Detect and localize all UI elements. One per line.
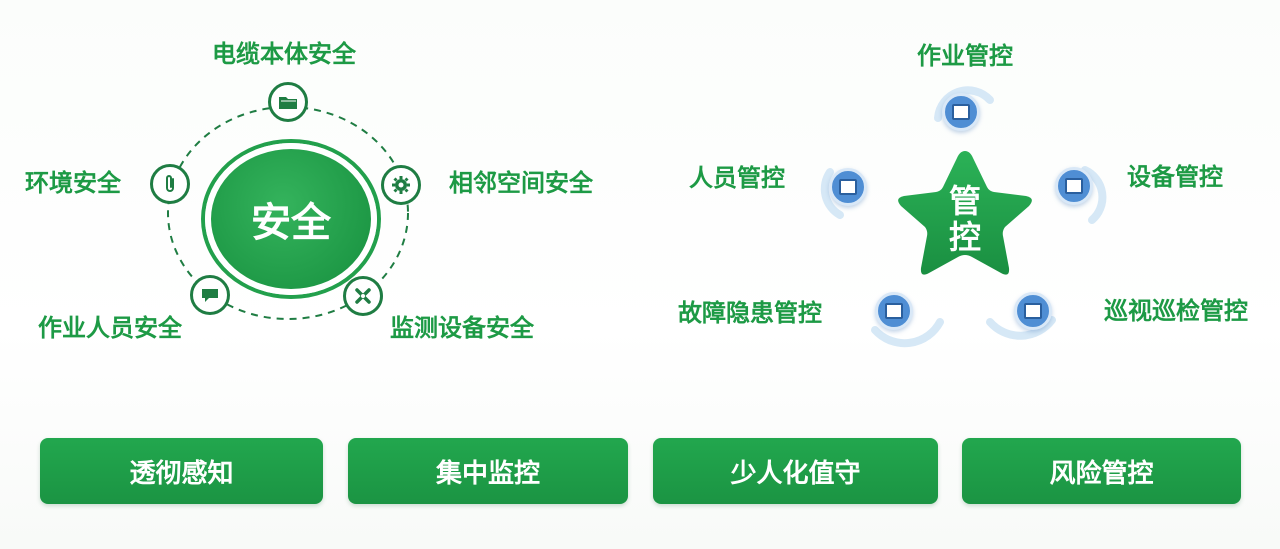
label-personnel-control: 人员管控 bbox=[689, 164, 785, 192]
button-label: 少人化值守 bbox=[730, 458, 861, 489]
label-adjacent-space-safety: 相邻空间安全 bbox=[449, 169, 593, 197]
button-label: 集中监控 bbox=[435, 458, 540, 489]
button-reduced-staff-duty[interactable]: 少人化值守 bbox=[653, 438, 938, 504]
gear-icon bbox=[381, 165, 421, 205]
tools-icon bbox=[343, 276, 383, 316]
monitor-icon bbox=[829, 168, 867, 206]
paperclip-icon bbox=[150, 164, 190, 204]
label-patrol-inspection-control: 巡视巡检管控 bbox=[1104, 297, 1248, 325]
button-thorough-perception[interactable]: 透彻感知 bbox=[40, 438, 323, 504]
button-centralized-monitoring[interactable]: 集中监控 bbox=[348, 438, 628, 504]
safety-center: 安全 bbox=[205, 143, 377, 295]
monitor-icon bbox=[875, 292, 913, 330]
button-label: 风险管控 bbox=[1049, 458, 1154, 489]
folder-icon bbox=[268, 82, 308, 122]
label-equipment-control: 设备管控 bbox=[1127, 163, 1223, 191]
label-operator-safety: 作业人员安全 bbox=[38, 314, 182, 342]
label-cable-body-safety: 电缆本体安全 bbox=[212, 40, 356, 68]
monitor-icon bbox=[942, 93, 980, 131]
safety-center-label: 安全 bbox=[251, 200, 331, 246]
control-center-line2: 控 bbox=[948, 218, 981, 256]
label-operation-control: 作业管控 bbox=[917, 42, 1013, 70]
button-label: 透彻感知 bbox=[129, 458, 234, 489]
label-monitoring-equipment-safety: 监测设备安全 bbox=[390, 314, 534, 342]
button-risk-control[interactable]: 风险管控 bbox=[962, 438, 1241, 504]
control-center-line1: 管 bbox=[948, 182, 981, 220]
control-star: 管 控 bbox=[890, 145, 1040, 285]
label-fault-hazard-control: 故障隐患管控 bbox=[678, 299, 822, 327]
monitor-icon bbox=[1055, 167, 1093, 205]
label-environment-safety: 环境安全 bbox=[25, 169, 121, 197]
chat-bubble-icon bbox=[190, 275, 230, 315]
monitor-icon bbox=[1014, 292, 1052, 330]
